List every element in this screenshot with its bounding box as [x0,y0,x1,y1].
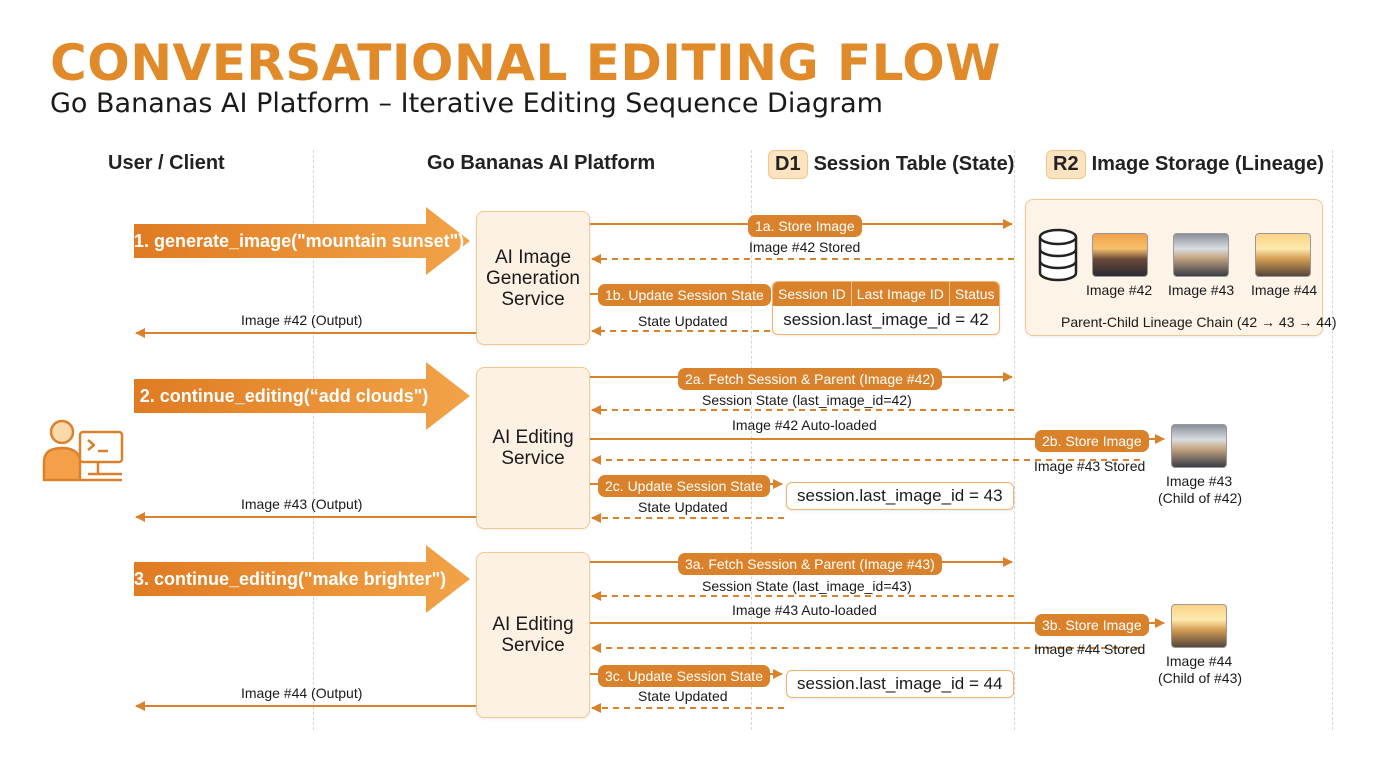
column-header-platform: Go Bananas AI Platform [427,152,656,174]
msg-state-updated-1: State Updated [638,313,728,329]
step-1b-label: 1b. Update Session State [598,284,771,306]
service-1-label: AI Image Generation Service [485,246,580,310]
r2-label: Image Storage (Lineage) [1091,153,1324,175]
service-3-label: AI Editing Service [492,614,574,656]
lifeline-divider [313,150,314,730]
table-header-session-id: Session ID [773,282,852,306]
msg-session-state-42: Session State (last_image_id=42) [702,392,912,408]
step-1a-label: 1a. Store Image [748,215,862,237]
session-table: Session ID Last Image ID Status session.… [772,281,1000,335]
step-3b-label: 3b. Store Image [1035,614,1149,636]
thumbnail-image-44-child [1171,604,1227,648]
msg-image-43-autoloaded: Image #43 Auto-loaded [732,602,877,618]
request-arrow-2: 2. continue_editing(“add clouds") [134,362,470,430]
service-editing-3: AI Editing Service [476,552,590,718]
msg-image-43-stored: Image #43 Stored [1034,458,1146,474]
msg-state-updated-3: State Updated [638,688,728,704]
page-subtitle: Go Bananas AI Platform – Iterative Editi… [50,88,883,119]
child-43-name: Image #43 [1166,473,1233,489]
output-2-label: Image #43 (Output) [241,496,363,512]
lineage-caption-43: Image #43 [1168,282,1235,298]
msg-image-42-autoloaded: Image #42 Auto-loaded [732,417,877,433]
msg-image-44-stored: Image #44 Stored [1034,641,1146,657]
request-3-label: 3. continue_editing("make brighter") [134,569,447,589]
msg-state-updated-2: State Updated [638,499,728,515]
lineage-chain-caption: Parent-Child Lineage Chain (42 → 43 → 44… [1061,314,1337,330]
page-title: CONVERSATIONAL EDITING FLOW [50,34,1001,92]
service-editing-2: AI Editing Service [476,367,590,529]
thumbnail-image-44 [1255,233,1311,277]
output-1-label: Image #42 (Output) [241,312,363,328]
d1-label: Session Table (State) [813,153,1015,175]
output-3-label: Image #44 (Output) [241,685,363,701]
step-2a-label: 2a. Fetch Session & Parent (Image #42) [678,368,942,390]
user-at-computer-icon [42,419,124,482]
service-2-label: AI Editing Service [492,427,574,469]
request-arrow-3: 3. continue_editing("make brighter") [134,545,470,613]
step-3a-label: 3a. Fetch Session & Parent (Image #43) [678,553,942,575]
thumbnail-image-43 [1173,233,1229,277]
step-3c-label: 3c. Update Session State [598,665,770,687]
session-table-header: Session ID Last Image ID Status [773,282,999,306]
thumbnail-image-42 [1092,233,1148,277]
service-image-generation: AI Image Generation Service [476,211,590,345]
table-header-last-image-id: Last Image ID [852,282,950,306]
lineage-caption-42: Image #42 [1086,282,1153,298]
session-state-row: session.last_image_id = 42 [783,310,989,329]
child-43-parent: (Child of #42) [1158,490,1243,506]
column-header-user: User / Client [108,152,225,174]
step-2c-label: 2c. Update Session State [598,475,770,497]
child-44-parent: (Child of #43) [1158,670,1243,686]
request-1-label: 1. generate_image("mountain sunset") [134,231,465,251]
table-header-status: Status [954,286,995,302]
r2-tag: R2 [1046,150,1086,179]
d1-tag: D1 [768,150,808,179]
request-2-label: 2. continue_editing(“add clouds") [139,386,429,406]
session-state-44: session.last_image_id = 44 [786,670,1014,698]
child-44-name: Image #44 [1166,653,1233,669]
request-arrow-1: 1. generate_image("mountain sunset") [134,207,470,275]
session-state-43: session.last_image_id = 43 [786,482,1014,510]
msg-image-42-stored: Image #42 Stored [749,239,861,255]
step-2b-label: 2b. Store Image [1035,430,1149,452]
msg-session-state-43: Session State (last_image_id=43) [702,578,912,594]
database-icon [1038,228,1078,282]
lifeline-divider [1332,150,1333,730]
lineage-caption-44: Image #44 [1251,282,1318,298]
thumbnail-image-43-child [1171,424,1227,468]
